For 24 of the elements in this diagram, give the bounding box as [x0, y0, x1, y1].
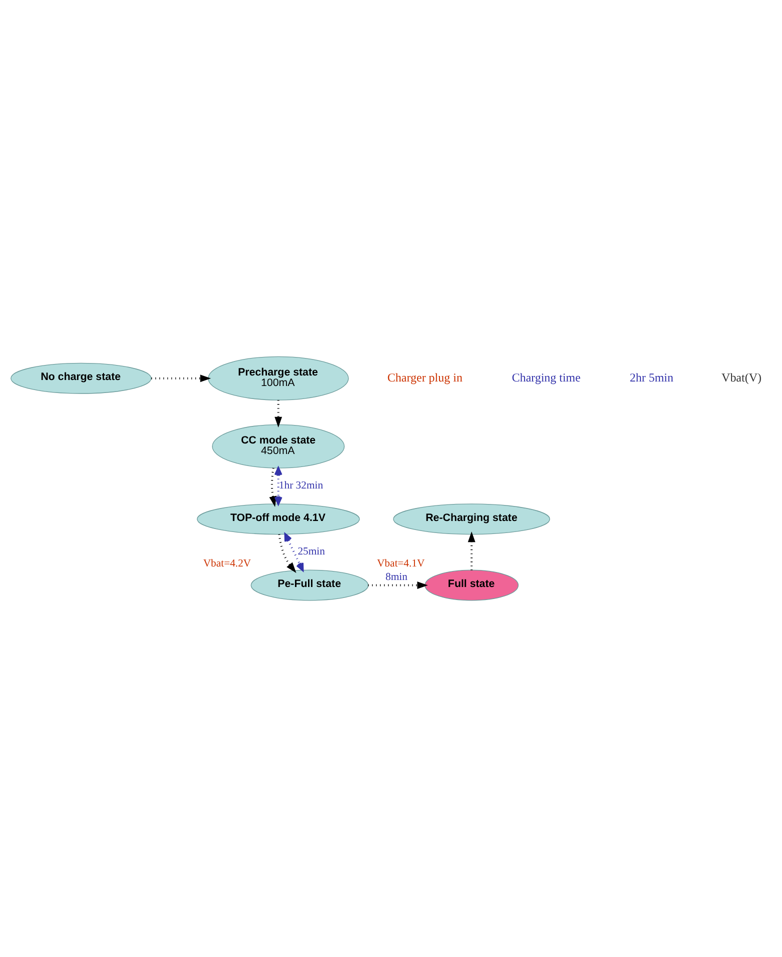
node-ellipse: TOP-off mode 4.1V: [196, 504, 360, 535]
arrow: [269, 468, 277, 507]
node-ellipse: No charge state: [10, 362, 152, 394]
label: Vbat(V): [722, 370, 762, 384]
node-ellipse: Full state: [424, 570, 519, 601]
edge-label: 1hr 32min: [278, 480, 324, 492]
edge-label: 25min: [298, 546, 325, 558]
node-ellipse: Pe-Full state: [250, 570, 369, 601]
arrow: [278, 534, 296, 573]
arrow: [151, 374, 211, 382]
node-ellipse: Precharge state 100mA: [208, 356, 349, 400]
arrow: [274, 467, 282, 505]
arrow: [368, 582, 428, 589]
node-label: Vbat=4.1V: [376, 558, 425, 570]
node-ellipse: CC mode state 450mA: [212, 424, 345, 468]
node-ellipse: Re-Charging state: [393, 504, 550, 535]
arrow: [284, 533, 304, 572]
label: Charging time: [512, 370, 581, 384]
label: 2hr 5min: [630, 370, 674, 384]
edge-label: 8min: [386, 572, 408, 583]
label: Charger plug in: [387, 370, 462, 384]
arrow: [274, 400, 282, 428]
arrow: [468, 531, 476, 570]
node-label: Vbat=4.2V: [203, 558, 251, 570]
